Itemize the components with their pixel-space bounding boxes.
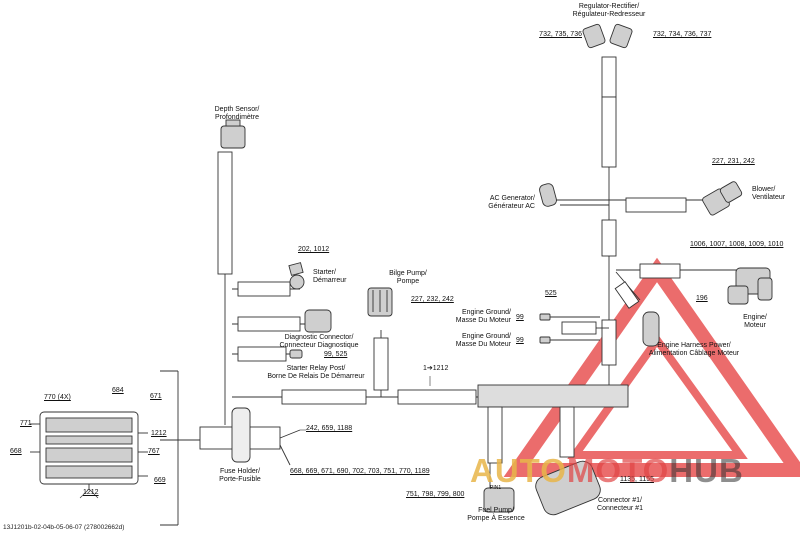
- watermark-triangle-outer: [503, 257, 800, 477]
- ground-ref-top: 525: [545, 290, 557, 297]
- splice-ref: 1➔1212: [423, 365, 449, 372]
- engine-refs: 1006, 1007, 1008, 1009, 1010: [690, 241, 784, 248]
- engine-ground-2-label: Engine Ground/ Masse Du Moteur: [455, 333, 511, 348]
- ref-669: 669: [154, 477, 166, 484]
- ref-671: 671: [150, 393, 162, 400]
- engine-harness-power-icon: [642, 311, 660, 347]
- fuel-pin-label: PIN1: [490, 485, 502, 491]
- harness-blower: [625, 197, 687, 213]
- harness-seg-a: [601, 219, 617, 257]
- ac-generator-label: AC Generator/ Générateur AC: [488, 195, 535, 210]
- fuel-pump-icon: [483, 487, 515, 513]
- harness-main-right: [397, 389, 477, 405]
- harness-engine-diag: [614, 281, 640, 309]
- diagnostic-label: Diagnostic Connector/ Connecteur Diagnos…: [279, 334, 359, 349]
- engine-harness-label: Engine Harness Power/ Alimentation Câbla…: [648, 342, 740, 357]
- starter-label: Starter/ Démarreur: [313, 269, 347, 284]
- fuse-ref-top: 242, 659, 1188: [306, 425, 353, 432]
- bilge-ref: 227, 232, 242: [411, 296, 454, 303]
- fuel-pump-label: Fuel Pump/ Pompe À Essence: [467, 507, 525, 522]
- harness-depth: [217, 151, 233, 275]
- harness-starter: [237, 281, 291, 297]
- main-connector-icon: [30, 411, 148, 490]
- figure-code: 13J1201b-02-04b-05-06-07 (278002662d): [3, 524, 125, 531]
- harness-ground: [561, 321, 597, 335]
- harness-connector: [559, 406, 575, 458]
- watermark: AUTOMOTOHUB: [470, 452, 744, 489]
- regulator-left-ref: 732, 735, 736: [539, 31, 582, 38]
- fuse-holder-fuse: [231, 407, 251, 463]
- harness-reg-mid: [601, 96, 617, 168]
- engine-ground-2-icon: [539, 336, 551, 344]
- ref-767: 767: [148, 448, 160, 455]
- bilge-pump-label: Bilge Pump/ Pompe: [389, 270, 427, 285]
- ref-771: 771: [20, 420, 32, 427]
- harness-seg-b: [601, 319, 617, 366]
- harness-main-left: [281, 389, 367, 405]
- engine-ground-1-label: Engine Ground/ Masse Du Moteur: [455, 309, 511, 324]
- starter-icon: [288, 262, 305, 290]
- blower-label: Blower/ Ventilateur: [752, 186, 786, 201]
- engine-label: Engine/ Moteur: [743, 314, 767, 329]
- harness-relay: [237, 346, 287, 362]
- connector-1-icon: [535, 460, 601, 516]
- engine-ground-2-ref: 99: [516, 337, 524, 344]
- ac-generator-icon: [539, 183, 557, 207]
- ref-668: 668: [10, 448, 22, 455]
- connector-label: Connector #1/ Connecteur #1: [597, 497, 643, 512]
- fuel-ref: 751, 798, 799, 800: [406, 491, 465, 498]
- engine-ground-1-icon: [539, 313, 551, 321]
- depth-sensor-icon: [220, 119, 246, 149]
- relay-ref: 99, 525: [324, 351, 348, 358]
- fuse-holder-label: Fuse Holder/ Porte-Fusible: [219, 468, 261, 483]
- engine-ref: 196: [696, 295, 708, 302]
- ref-684: 684: [112, 387, 124, 394]
- regulator-icon: [582, 23, 633, 49]
- regulator-right-ref: 732, 734, 736, 737: [653, 31, 712, 38]
- bilge-pump-icon: [367, 287, 393, 317]
- harness-engine: [639, 263, 681, 279]
- diagnostic-connector-icon: [304, 309, 332, 333]
- relay-post-icon: [289, 349, 303, 359]
- starter-ref: 202, 1012: [298, 246, 330, 253]
- junction-block: [477, 384, 629, 408]
- ref-770: 770 (4X): [44, 394, 71, 401]
- relay-label: Starter Relay Post/ Borne De Relais De D…: [267, 365, 365, 380]
- harness-reg-top: [601, 56, 617, 98]
- fuse-ref-bottom: 668, 669, 671, 690, 702, 703, 751, 770, …: [290, 468, 430, 475]
- connector-ref: 1135, 1155: [620, 476, 654, 483]
- ref-1212-bottom: 1212: [83, 489, 99, 496]
- blower-ref: 227, 231, 242: [712, 158, 755, 165]
- harness-bilge: [373, 337, 389, 391]
- depth-sensor-label: Depth Sensor/ Profondimètre: [214, 106, 260, 121]
- engine-icon: [727, 267, 773, 305]
- engine-ground-1-ref: 99: [516, 314, 524, 321]
- harness-fuel: [487, 406, 503, 464]
- regulator-label: Regulator-Rectifier/ Régulateur-Redresse…: [572, 3, 646, 18]
- harness-diag: [237, 316, 301, 332]
- blower-icon: [702, 181, 743, 216]
- ref-1212-right: 1212: [151, 430, 167, 437]
